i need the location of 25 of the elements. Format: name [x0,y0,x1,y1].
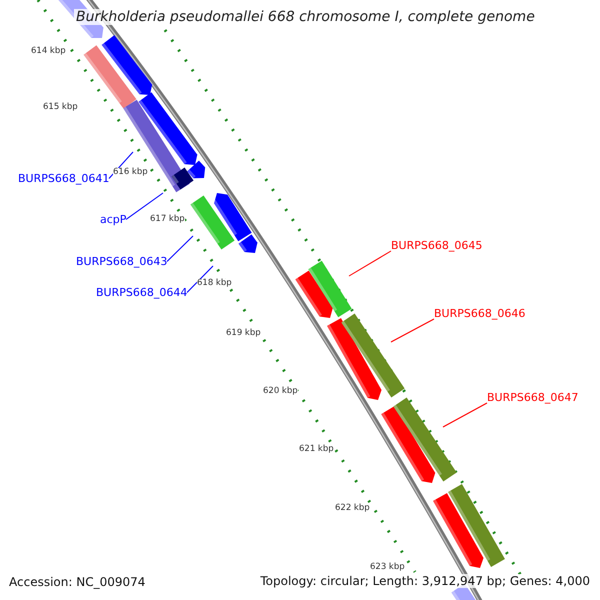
genome-info-text: Topology: circular; Length: 3,912,947 bp; Genes: 4,000 [258,574,592,588]
scale-label: 616 kbp [113,168,148,176]
gene-label: BURPS668_0644 [96,287,188,298]
scale-label: 614 kbp [31,47,66,56]
gene-label: BURPS668_0647 [487,392,578,403]
leader-line [390,318,434,342]
scale-label: 619 kbp [226,329,261,338]
scale-label: 618 kbp [197,279,232,288]
accession-text: Accession: NC_009074 [9,576,146,588]
scale-label: 615 kbp [43,103,78,112]
scale-label: 623 kbp [370,563,405,572]
gene-label: BURPS668_0643 [76,256,168,267]
gene-label: BURPS668_0645 [391,240,482,251]
gene-label: BURPS668_0646 [434,308,526,319]
gene-label: acpP [100,214,126,225]
leader-line [166,236,194,262]
scale-label: 620 kbp [263,387,298,396]
leader-line [442,402,488,428]
leader-line [186,266,214,293]
scale-label: 617 kbp [150,215,185,224]
leader-line [348,250,392,276]
leader-line [126,192,164,220]
scale-label: 621 kbp [299,445,334,454]
gene-label: BURPS668_0641 [18,173,110,184]
scale-label: 622 kbp [335,504,370,512]
